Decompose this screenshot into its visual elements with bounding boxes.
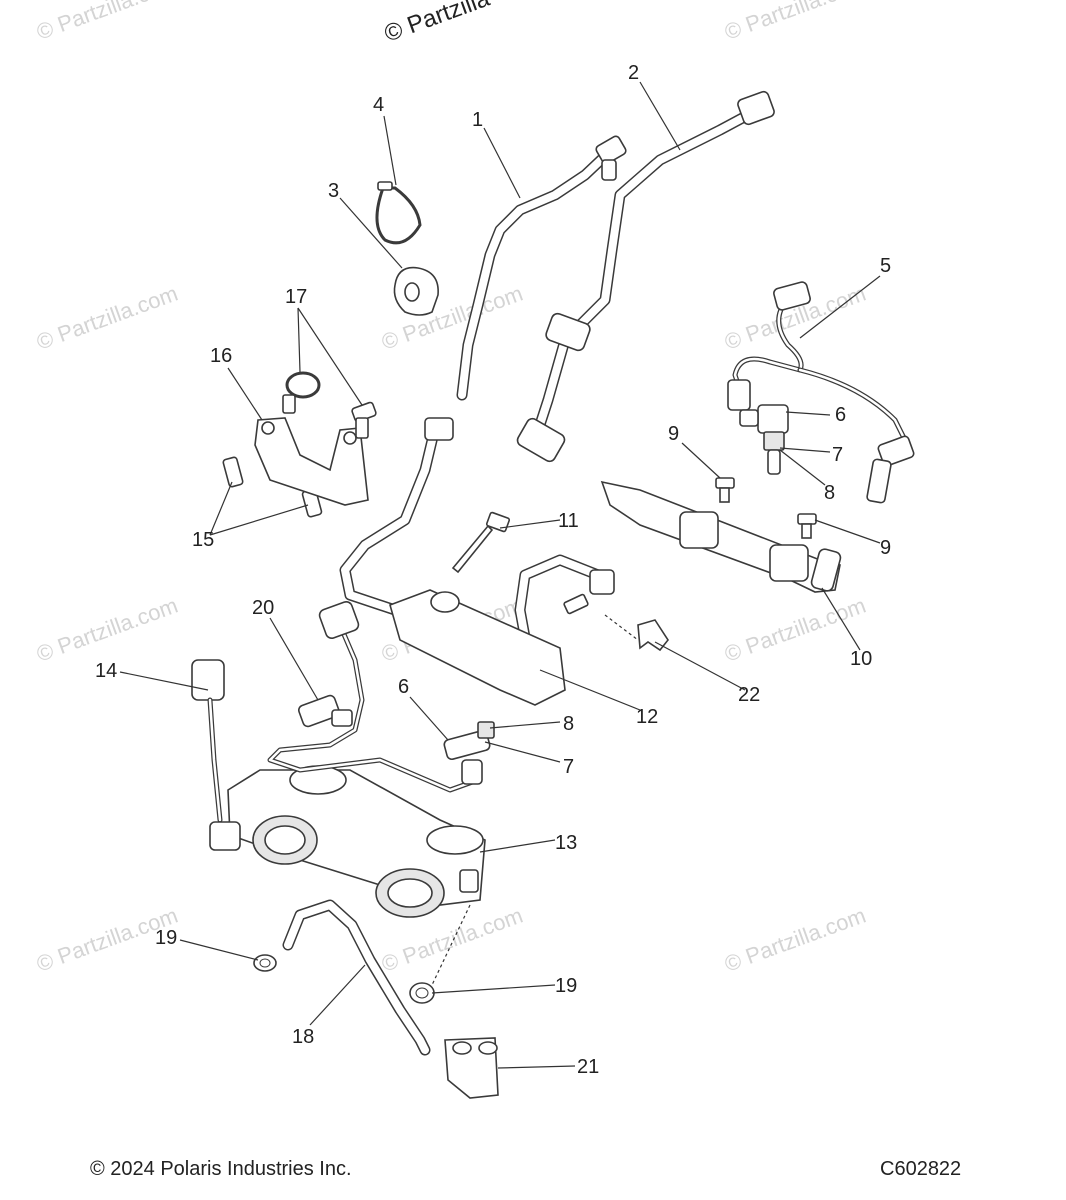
leader-lines [119,81,881,1069]
callout-16: 16 [210,345,232,367]
part-12-fuel-rail-assembly [339,417,615,706]
callout-4: 4 [373,94,384,116]
part-14-sensor [191,659,241,851]
callout-3: 3 [328,180,339,202]
callout-20: 20 [252,597,274,619]
callout-9: 9 [880,537,891,559]
callout-19: 19 [155,927,177,949]
callout-19: 19 [555,975,577,997]
part-3-grommet [393,266,439,316]
callout-8: 8 [824,482,835,504]
part-5-wiring-harness [727,281,915,467]
part-9-bolt-upper [715,477,735,503]
callout-labels: 1 2 3 4 5 6 7 8 9 9 10 11 12 13 14 15 16… [95,62,891,1078]
callout-2: 2 [628,62,639,84]
callout-10: 10 [850,648,872,670]
part-22-clip [637,619,669,652]
callout-11: 11 [558,510,579,532]
part-10-fuel-rail [600,480,842,593]
callout-9: 9 [668,423,679,445]
part-17-clip [282,371,377,439]
watermark: © Partzilla.com [33,0,181,45]
part-9-bolt-lower [797,513,817,539]
callout-6: 6 [835,404,846,426]
part-6-upper-fuel-injector [739,404,789,475]
watermark: © Partzilla.com [721,0,869,45]
part-20-harness [267,600,483,793]
callout-17: 17 [285,286,307,308]
part-21-bracket [444,1037,499,1099]
diagram-code: C602822 [880,1158,962,1180]
part-18-hose [282,899,431,1056]
callout-7: 7 [563,756,574,778]
callout-21: 21 [577,1056,599,1078]
part-injector-right [866,458,892,504]
callout-6: 6 [398,676,409,698]
callout-13: 13 [555,832,577,854]
part-4-cable-tie [375,181,422,245]
part-16-bracket [254,417,369,506]
part-6-lower-fuel-injector [443,721,495,761]
part-11-bolt [451,511,511,574]
part-19-clamp-right [409,982,435,1004]
watermark-top: © Partzilla [381,0,494,48]
watermark: © Partzilla.com [33,593,181,667]
part-1-fuel-line [456,135,627,401]
copyright-text: © 2024 Polaris Industries Inc. [90,1158,352,1180]
part-2-fuel-line [516,90,775,463]
callout-8: 8 [563,713,574,735]
callout-1: 1 [472,109,483,131]
callout-15: 15 [192,529,214,551]
watermark: © Partzilla.com [33,281,181,355]
part-19-clamp-left [253,954,277,972]
callout-18: 18 [292,1026,314,1048]
watermark: © Partzilla.com [721,903,869,977]
callout-7: 7 [832,444,843,466]
callout-12: 12 [636,706,658,728]
callout-22: 22 [738,684,760,706]
callout-14: 14 [95,660,117,682]
callout-5: 5 [880,255,891,277]
connector-dashes [431,614,639,986]
